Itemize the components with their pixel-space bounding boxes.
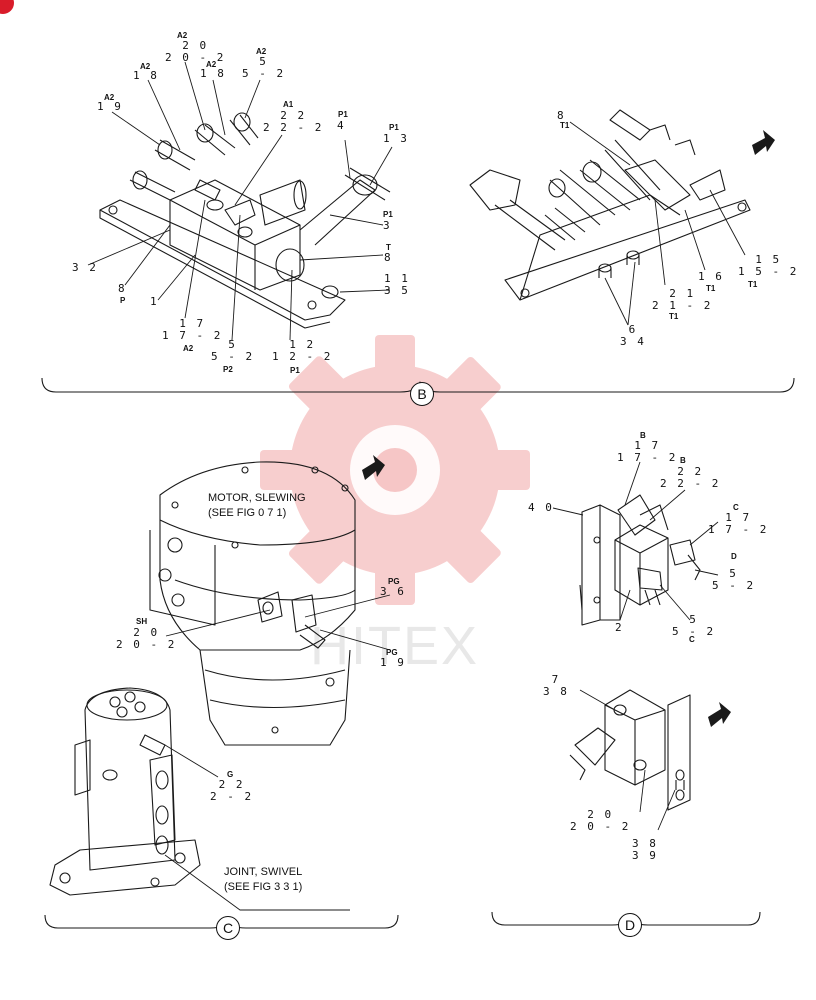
callout-label: 2: [615, 621, 624, 634]
callout-sub: G: [227, 770, 234, 779]
valve-block-right: [469, 109, 751, 301]
callout-label: 2 2 2 2 - 2: [263, 109, 324, 134]
callout-label: 1 9: [380, 656, 406, 669]
callout-label: 1 8: [200, 67, 226, 80]
callout-sub: T1: [706, 284, 716, 293]
callout-sub: P1: [290, 366, 300, 375]
caption-joint-line1: JOINT, SWIVEL: [224, 866, 303, 878]
callout-label: 4: [337, 119, 346, 132]
callout-label: 5 5 - 2: [211, 338, 255, 363]
callout-label: 2 2 2 - 2: [210, 778, 254, 803]
valve-block-d-bottom: [569, 689, 691, 811]
callout-sub: T1: [748, 280, 758, 289]
callout-label: 8: [557, 109, 566, 122]
callout-sub: P1: [389, 123, 399, 132]
callout-sub: T1: [669, 312, 679, 321]
callout-sub: C: [689, 635, 695, 644]
callout-label: 1 6: [698, 270, 724, 283]
callout-label: 2 1 2 1 - 2: [652, 287, 713, 312]
callout-label: 5 5 - 2: [672, 613, 716, 638]
valve-block-d-top: [579, 494, 701, 626]
callout-label: 1: [150, 295, 159, 308]
callout-sub: SH: [136, 617, 148, 626]
callout-label: 8: [384, 251, 393, 264]
section-marker-c: C: [216, 916, 240, 940]
callout-sub: P1: [383, 210, 393, 219]
callout-label: 1 7 1 7 - 2: [617, 439, 678, 464]
callout-sub: A2: [140, 62, 151, 71]
callout-label: 3 6: [380, 585, 406, 598]
callout-label: 3: [383, 219, 392, 232]
valve-block-left: [99, 112, 391, 329]
callout-label: 1 1 3 5: [384, 272, 410, 297]
callout-sub: D: [731, 552, 737, 561]
callout-label: 4 0: [528, 501, 554, 514]
callout-sub: P1: [338, 110, 348, 119]
callout-sub: T: [386, 243, 391, 252]
callout-label: 1 9: [97, 100, 123, 113]
callout-sub: A2: [256, 47, 267, 56]
section-marker-b: B: [410, 382, 434, 406]
callout-label: 1 2 1 2 - 2: [272, 338, 333, 363]
callout-label: 1 8: [133, 69, 159, 82]
slewing-motor: [149, 461, 356, 746]
callout-sub: P: [120, 296, 126, 305]
leader-lines-d-top: [552, 461, 719, 621]
callout-label: 2 0 2 0 - 2: [165, 39, 226, 64]
callout-label: 2 2 2 2 - 2: [660, 465, 721, 490]
callout-sub: A2: [104, 93, 115, 102]
callout-sub: A2: [177, 31, 188, 40]
callout-sub: A2: [206, 60, 217, 69]
arrow-icon: [362, 130, 775, 727]
callout-sub: A2: [183, 344, 194, 353]
leader-lines-b-right: [569, 121, 746, 326]
corner-badge: [0, 0, 14, 14]
callout-label: 1 7 1 7 - 2: [162, 317, 223, 342]
callout-sub: P2: [223, 365, 233, 374]
callout-sub: A1: [283, 100, 294, 109]
caption-motor-line2: (SEE FIG 0 7 1): [208, 507, 287, 519]
leader-lines-b-left: [87, 61, 393, 341]
callout-label: 3 8 3 9: [632, 837, 658, 862]
callout-sub: B: [640, 431, 646, 440]
callout-label: 3 2: [72, 261, 98, 274]
section-marker-d: D: [618, 913, 642, 937]
leader-lines-c: [164, 594, 391, 911]
swivel-joint: [49, 687, 201, 896]
callout-label: 2 0 2 0 - 2: [570, 808, 631, 833]
callout-label: 7 3 8: [543, 673, 569, 698]
caption-joint-line2: (SEE FIG 3 3 1): [224, 881, 303, 893]
callout-label: 1 5 1 5 - 2: [738, 253, 799, 278]
callout-label: 1 7 1 7 - 2: [708, 511, 769, 536]
callout-sub: C: [733, 503, 739, 512]
callout-sub: B: [680, 456, 686, 465]
caption-motor-line1: MOTOR, SLEWING: [208, 492, 306, 504]
callout-label: 8: [118, 282, 127, 295]
callout-sub: PG: [388, 577, 400, 586]
callout-label: 6 3 4: [620, 323, 646, 348]
callout-sub: T1: [560, 121, 570, 130]
callout-sub: PG: [386, 648, 398, 657]
callout-label: 2 0 2 0 - 2: [116, 626, 177, 651]
watermark-text: HITEX: [310, 616, 480, 676]
callout-label: 1 3: [383, 132, 409, 145]
callout-label: 5 5 - 2: [712, 567, 756, 592]
callout-label: 5 5 - 2: [242, 55, 286, 80]
leader-lines-d-bottom: [579, 689, 676, 831]
